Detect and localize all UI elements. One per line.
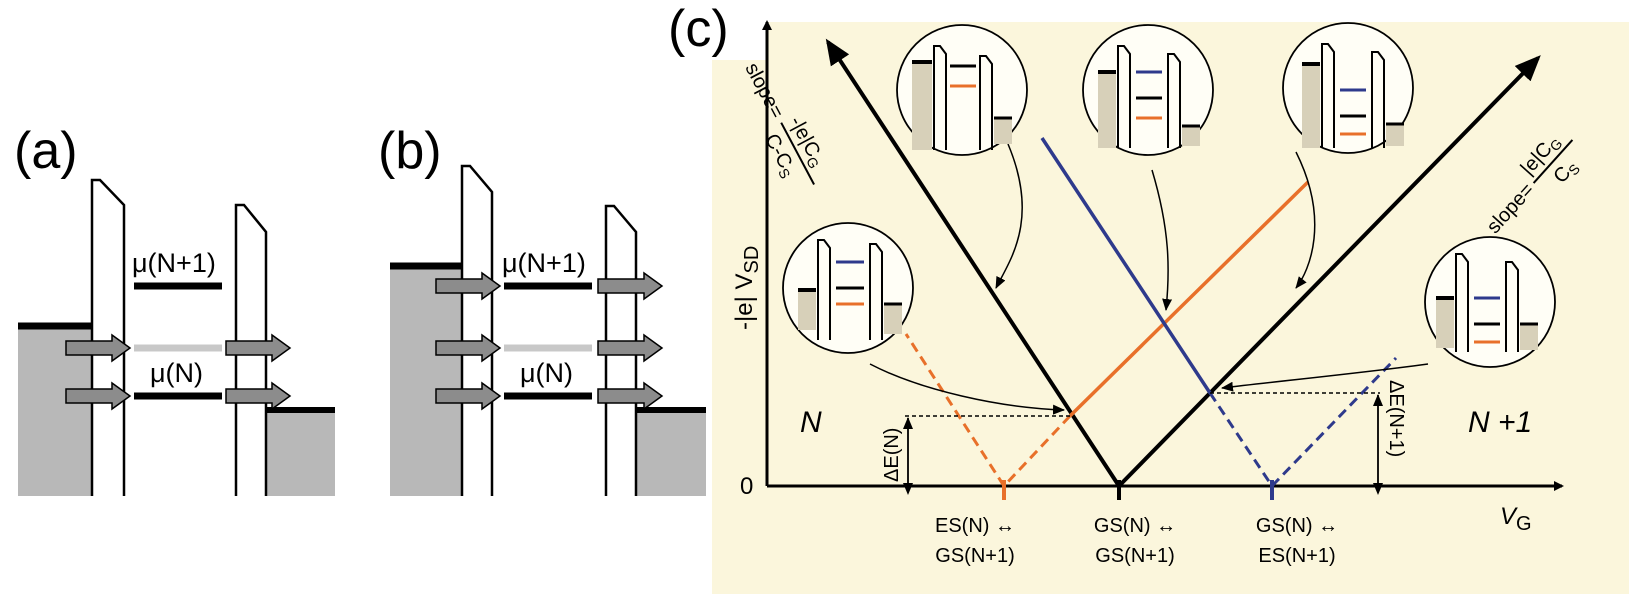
callout-arrow	[1151, 169, 1173, 311]
tunnel-arrow	[65, 333, 132, 363]
mu-n-plus-1-label: μ(N+1)	[502, 248, 586, 278]
right-slope-fraction-bar	[1532, 139, 1574, 184]
mu-n-label: μ(N)	[150, 358, 203, 388]
callout-arrow	[869, 363, 1065, 415]
inset-circle-2	[1082, 24, 1214, 156]
callout-arrow	[1221, 363, 1429, 392]
drain-lead	[636, 410, 706, 496]
tick-label-2-line2: GS(N+1)	[1095, 545, 1174, 567]
blue-excited-line	[1040, 137, 1212, 394]
mu-n-plus-1-label: μ(N+1)	[132, 248, 216, 278]
x-axis-label: VG	[1500, 503, 1532, 535]
callout-arrow	[1295, 151, 1316, 289]
panel-c-label-bg	[676, 0, 766, 60]
tunnel-arrow	[597, 271, 664, 301]
panel-a: (a) μ(N+1) μ(N)	[14, 122, 335, 496]
delta-n-label: ΔE(N)	[881, 428, 903, 482]
tunnel-arrow	[225, 333, 292, 363]
blue-dashed-line	[1208, 392, 1274, 487]
tick-label-1-line1: ES(N) ↔	[935, 515, 1015, 537]
panel-b-label: (b)	[378, 122, 442, 180]
tunnel-arrow	[435, 271, 502, 301]
orange-dashed-line	[1002, 414, 1072, 488]
tick-label-1-line2: GS(N+1)	[935, 545, 1014, 567]
left-slope-fraction-bar	[780, 122, 815, 185]
left-barrier	[460, 164, 494, 496]
drain-lead	[265, 410, 335, 496]
mu-n-label: μ(N)	[520, 358, 573, 388]
tick-label-3-line2: ES(N+1)	[1258, 545, 1335, 567]
region-n-plus-1-label: N +1	[1468, 406, 1532, 439]
panel-a-label: (a)	[14, 122, 78, 180]
tunnel-arrow	[225, 381, 292, 411]
orange-excited-line	[1068, 180, 1310, 418]
blue-dashed-line	[1270, 356, 1398, 488]
left-ground-state-edge	[825, 38, 1121, 488]
left-barrier	[90, 178, 126, 496]
origin-label: 0	[740, 473, 753, 500]
panel-c: (c) -|e| VSD VG 0 N N +1 ES(N) ↔ GS(N+1)…	[668, 0, 1629, 594]
y-axis-label: -|e| VSD	[731, 246, 763, 330]
orange-dashed-line	[904, 333, 1006, 487]
right-ground-state-edge	[1117, 55, 1541, 488]
tunnel-arrow	[65, 381, 132, 411]
panel-c-label: (c)	[668, 0, 729, 58]
callout-arrow	[995, 143, 1023, 289]
source-lead	[390, 266, 468, 496]
inset-circle-1	[896, 24, 1028, 156]
tunnel-arrow	[597, 333, 664, 363]
tunnel-arrow	[435, 381, 502, 411]
delta-n-plus-1-label: ΔE(N+1)	[1385, 380, 1407, 457]
inset-circle-3	[1282, 22, 1414, 154]
inset-circle-4	[782, 222, 914, 354]
tick-label-3-line1: GS(N) ↔	[1256, 515, 1338, 537]
region-n-label: N	[800, 406, 822, 439]
panel-b: (b) μ(N+1) μ(N)	[378, 122, 706, 496]
tunnel-arrow	[597, 381, 664, 411]
tunnel-arrow	[435, 333, 502, 363]
tick-label-2-line1: GS(N) ↔	[1094, 515, 1176, 537]
inset-circle-5	[1424, 236, 1556, 368]
